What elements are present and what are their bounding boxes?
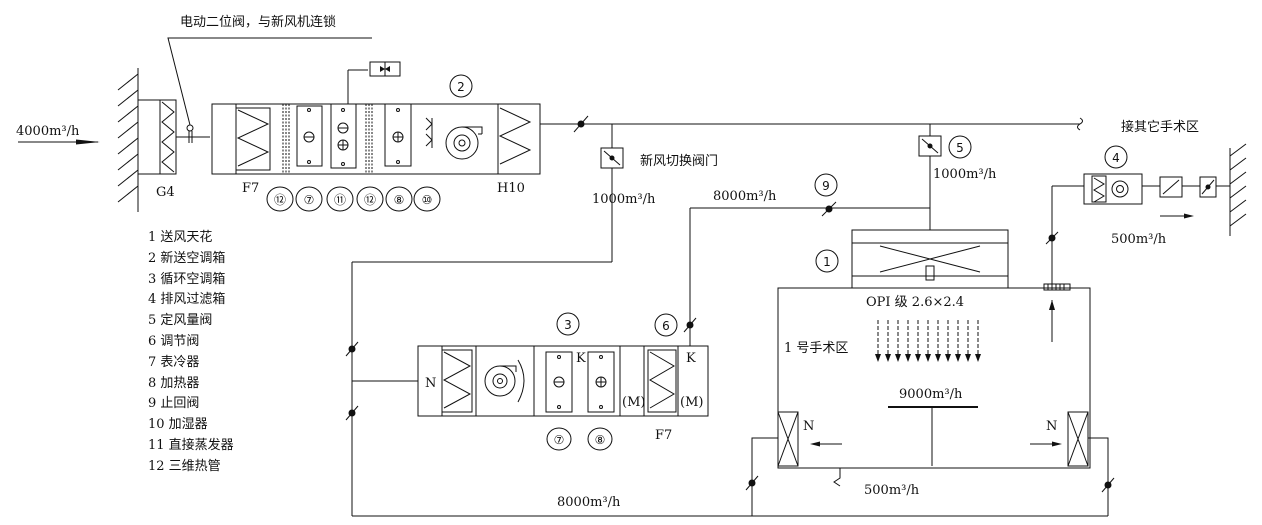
flow-500-return: 500m³/h: [864, 483, 920, 498]
switch-valve-branch: [351, 124, 624, 516]
fresh-component-ref: ⑩: [422, 193, 433, 207]
recirculation-unit: [417, 345, 709, 417]
n-recirc-label: N: [425, 376, 436, 391]
callout-2-label: 2: [457, 80, 465, 94]
room-class-label: OPI 级 2.6×2.4: [866, 295, 964, 310]
k2-label: K: [686, 351, 696, 366]
recirc-inlet-ducts: [345, 341, 418, 421]
legend-item: 8 加热器: [148, 375, 200, 391]
flow-1000-b: 1000m³/h: [933, 167, 997, 182]
recirc-component-refs: [546, 427, 613, 451]
legend-item: 3 循环空调箱: [148, 271, 226, 287]
right-wall: [1229, 143, 1247, 236]
operating-room: [777, 287, 1091, 469]
legend-item: 5 定风量阀: [148, 313, 213, 329]
legend-item: 9 止回阀: [148, 396, 200, 412]
component-legend: 1 送风天花 2 新送空调箱 3 循环空调箱 4 排风过滤箱 5 定风量阀 6 …: [148, 228, 234, 478]
flow-8000-top: 8000m³/h: [713, 189, 777, 204]
fresh-component-ref: ⑦: [304, 193, 315, 207]
h10-label: H10: [497, 181, 525, 196]
callout-1: [815, 249, 839, 273]
callout-1-label: 1: [823, 255, 831, 269]
room-name-label: 1 号手术区: [784, 341, 848, 356]
callout-4: [1104, 145, 1128, 169]
legend-item: 7 表冷器: [148, 354, 200, 370]
exhaust-filter-unit: [1083, 173, 1230, 219]
recirc-component-ref: ⑧: [595, 433, 606, 447]
operating-table: [888, 406, 978, 466]
fresh-component-ref: ⑫: [274, 193, 286, 207]
fresh-air-arrow: [18, 139, 100, 145]
callout-3-label: 3: [564, 318, 572, 332]
room-return-branch: [833, 468, 841, 487]
fresh-air-flow-label: 4000m³/h: [16, 124, 80, 139]
callout-9-label: 9: [822, 179, 830, 193]
fresh-air-unit: [211, 103, 541, 175]
g4-label: G4: [156, 185, 175, 200]
main-fresh-duct: [540, 115, 1083, 133]
legend-item: 4 排风过滤箱: [148, 292, 226, 308]
flow-1000-a: 1000m³/h: [592, 192, 656, 207]
n-right-label: N: [1046, 419, 1057, 434]
legend-item: 6 调节阀: [148, 333, 200, 349]
legend-item: 2 新送空调箱: [148, 250, 226, 266]
fresh-component-refs: [266, 186, 441, 212]
humidifier-actuator: [347, 61, 401, 104]
m1-label: (M): [622, 395, 645, 410]
fresh-component-ref: ⑫: [364, 193, 376, 207]
flow-9000-label: 9000m³/h: [899, 387, 963, 402]
laminar-flow-arrows: [875, 319, 982, 363]
return-grille-left: [777, 411, 842, 467]
other-zones-label: 接其它手术区: [1121, 119, 1199, 135]
f7-recirc-label: F7: [655, 428, 672, 443]
fresh-component-ref: ⑪: [334, 193, 346, 207]
exhaust-duct: [1043, 185, 1084, 342]
m2-label: (M): [680, 395, 703, 410]
legend-item: 11 直接蒸发器: [148, 437, 234, 453]
callout-4-label: 4: [1112, 151, 1120, 165]
callout-6: [654, 313, 678, 337]
flow-500-exhaust: 500m³/h: [1111, 232, 1167, 247]
k1-label: K: [576, 351, 586, 366]
f7-fresh-label: F7: [242, 181, 259, 196]
callout-9: [814, 173, 838, 197]
fresh-component-ref: ⑧: [394, 193, 405, 207]
g4-prefilter: [137, 99, 177, 175]
callout-3: [556, 312, 580, 336]
flow-8000-bottom: 8000m³/h: [557, 495, 621, 510]
left-wall: [117, 68, 139, 212]
cav-valve-branch: [918, 124, 942, 230]
electric-damper: [167, 37, 372, 143]
legend-item: 1 送风天花: [148, 230, 213, 245]
n-left-label: N: [803, 419, 814, 434]
return-duct-loop: [352, 437, 1115, 517]
switch-valve-label: 新风切换阀门: [640, 153, 718, 169]
callout-2: [449, 74, 473, 98]
callout-6-label: 6: [662, 319, 670, 333]
callout-5: [948, 135, 972, 159]
valve-note: 电动二位阀，与新风机连锁: [180, 14, 336, 30]
supply-ceiling: [851, 229, 1009, 289]
recirc-supply-duct: [683, 201, 930, 346]
return-grille-right: [1030, 411, 1089, 467]
legend-item: 12 三维热管: [148, 458, 221, 474]
legend-item: 10 加湿器: [148, 417, 208, 433]
callout-5-label: 5: [956, 141, 964, 155]
recirc-component-ref: ⑦: [554, 433, 565, 447]
